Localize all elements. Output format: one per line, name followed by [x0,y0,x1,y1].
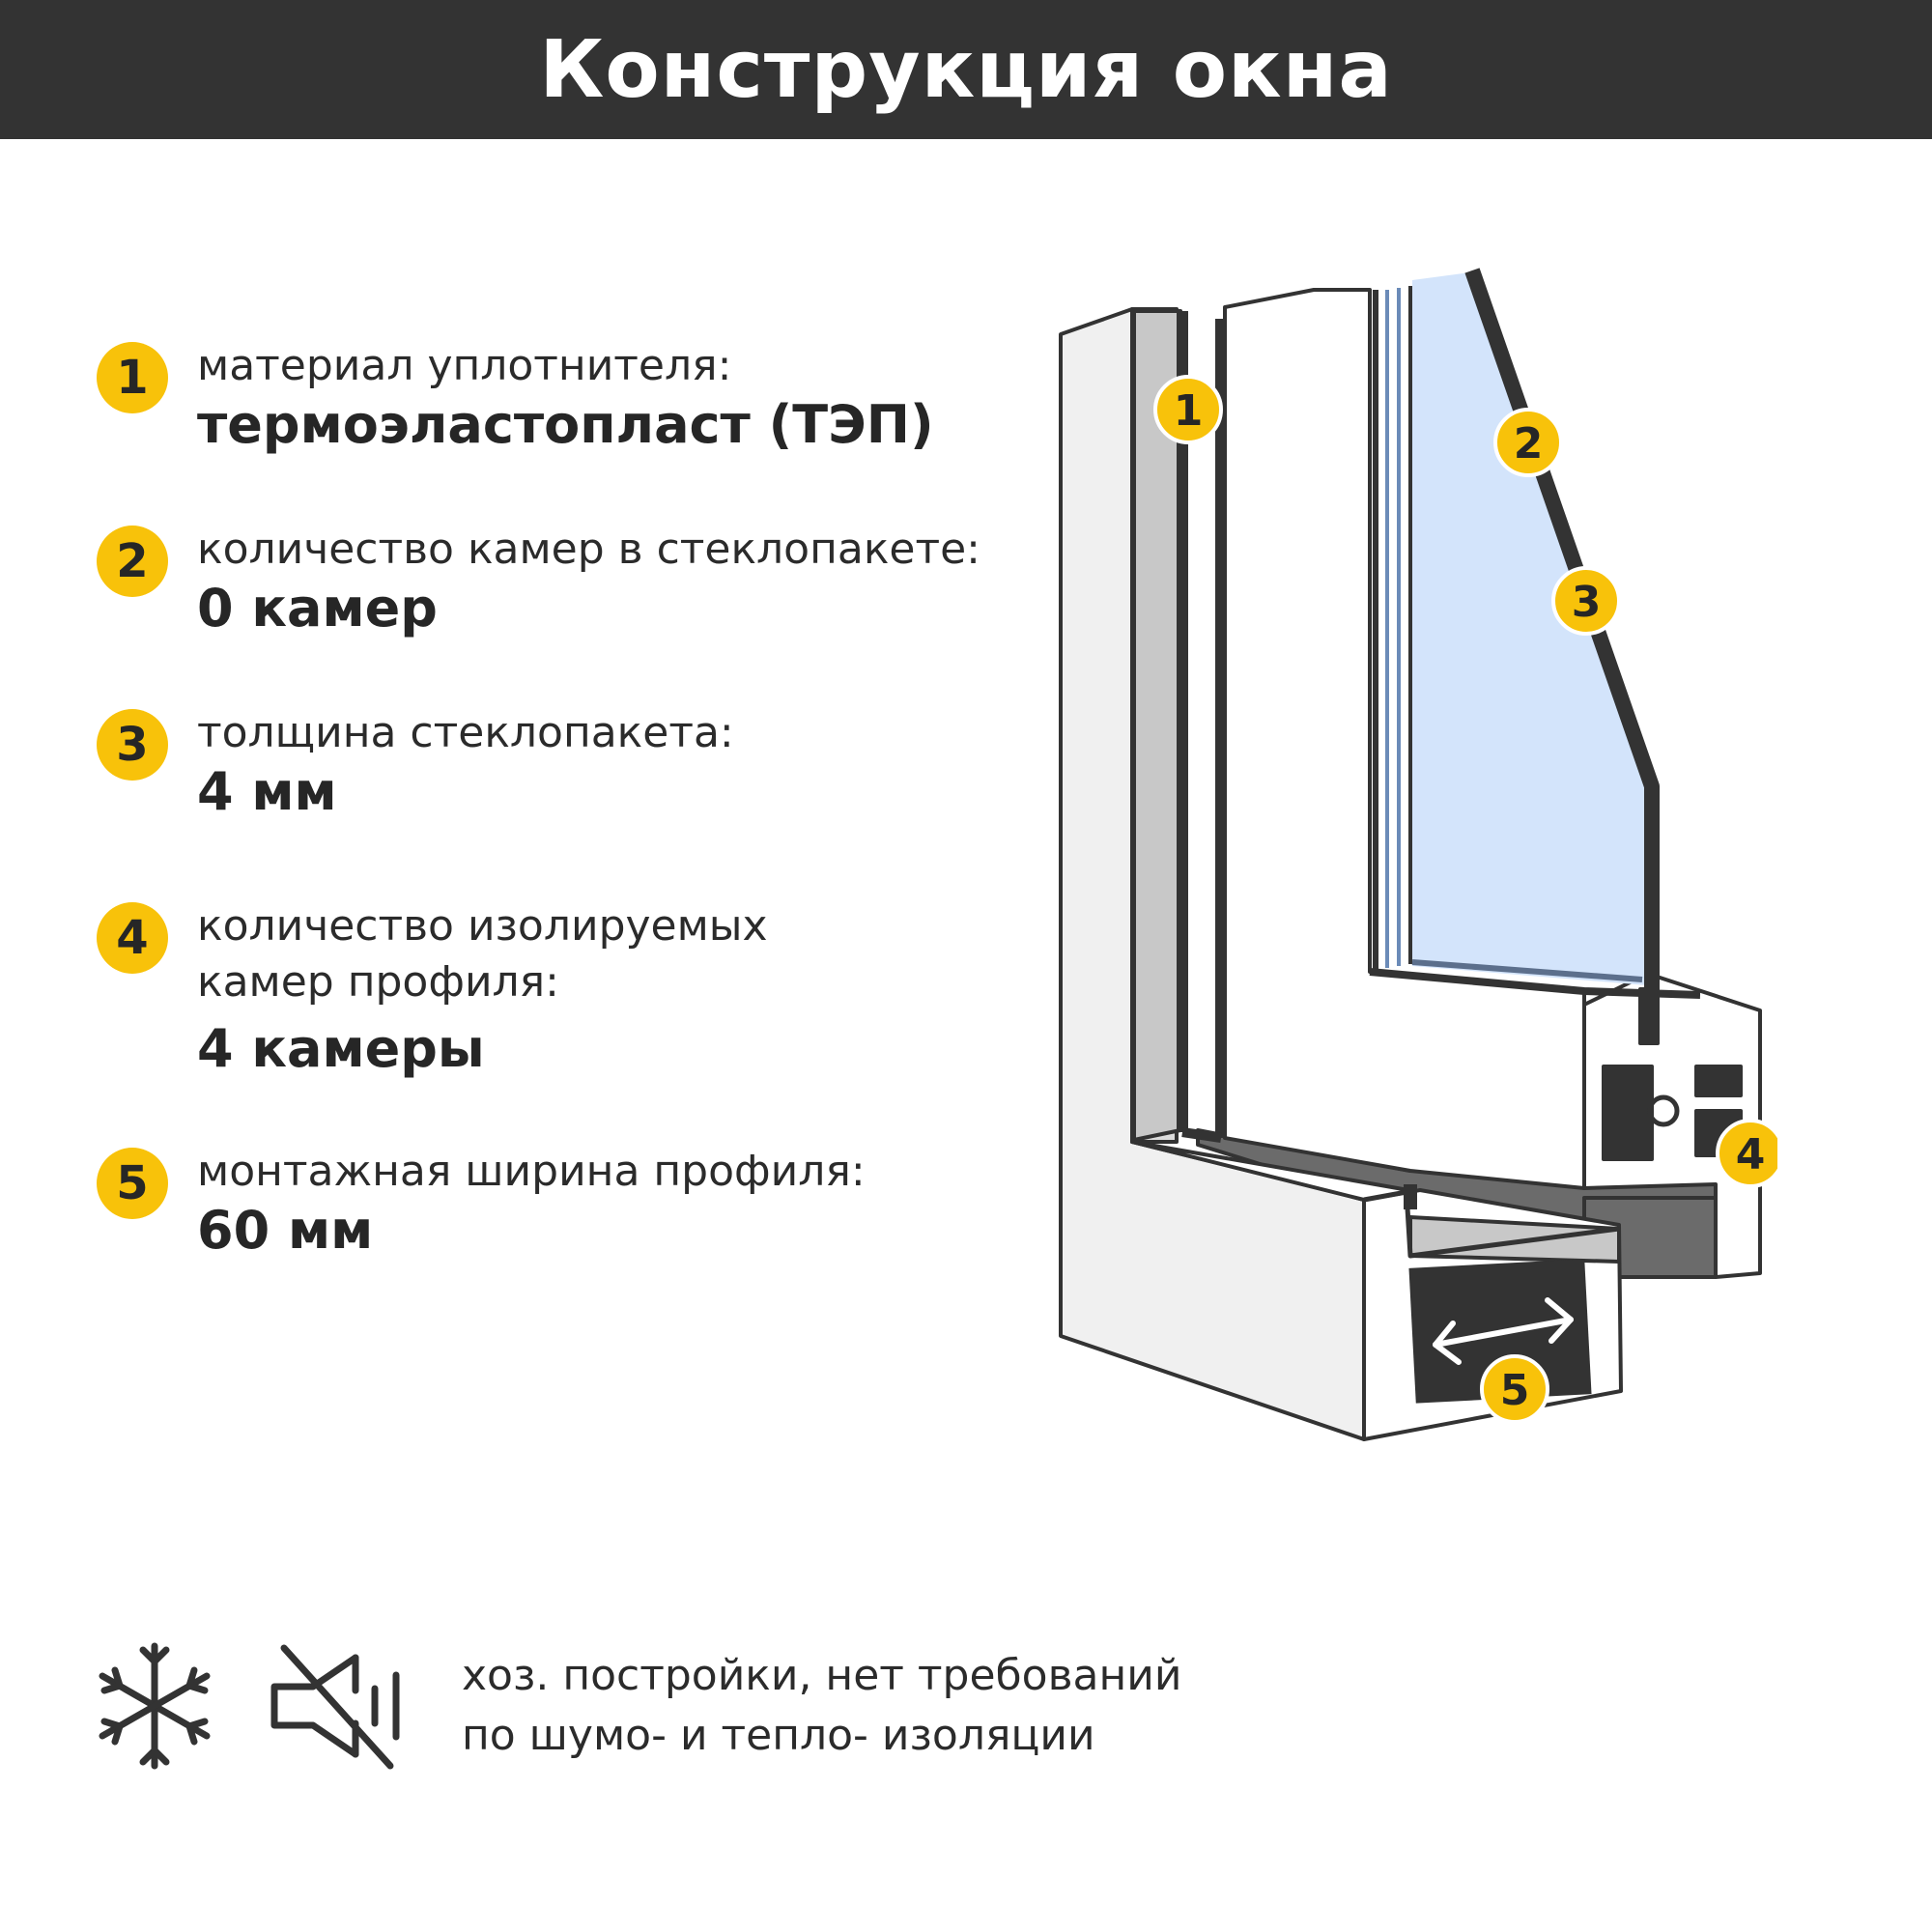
feature-number-badge: 2 [97,526,168,597]
feature-label: материал уплотнителя: [197,341,732,390]
marker-label: 2 [1514,419,1544,469]
feature-value: 0 камер [197,578,438,639]
marker-label: 1 [1174,386,1204,436]
feature-item-1: 1 материал уплотнителя: термоэластопласт… [97,338,1005,456]
feature-item-5: 5 монтажная ширина профиля: 60 мм [97,1144,1005,1262]
usage-note: хоз. постройки, нет требований по шумо- … [462,1646,1181,1766]
diagram-marker-3: 3 [1551,566,1621,636]
marker-label: 5 [1500,1366,1530,1415]
feature-item-4: 4 количество изолируемых камер профиля: … [97,898,966,1080]
feature-label: монтажная ширина профиля: [197,1147,866,1196]
feature-label: количество камер в стеклопакете: [197,525,980,574]
window-section-diagram: 1 2 3 4 5 [1059,268,1777,1441]
feature-value: 4 камеры [197,1018,485,1079]
glass-pane [1412,272,1648,985]
sash-profile-front [1582,972,1762,1279]
usage-note-line-2: по шумо- и тепло- изоляции [462,1711,1095,1760]
header-bar: Конструкция окна [0,0,1932,139]
diagram-marker-2: 2 [1493,408,1563,477]
marker-label: 4 [1736,1130,1766,1179]
feature-number-badge: 4 [97,902,168,974]
feature-label: количество изолируемых камер профиля: [197,901,768,1007]
feature-label: толщина стеклопакета: [197,708,734,757]
feature-number-badge: 5 [97,1148,168,1219]
feature-item-2: 2 количество камер в стеклопакете: 0 кам… [97,522,1005,639]
sound-muted-icon [270,1644,400,1770]
feature-number-badge: 1 [97,342,168,413]
snowflake-icon [99,1642,211,1770]
feature-value: 60 мм [197,1200,374,1261]
marker-label: 3 [1572,578,1602,627]
feature-value: 4 мм [197,761,337,822]
diagram-marker-1: 1 [1153,375,1223,444]
feature-number-badge: 3 [97,709,168,781]
feature-value: термоэластопласт (ТЭП) [197,394,934,455]
page-title: Конструкция окна [539,23,1393,116]
feature-item-3: 3 толщина стеклопакета: 4 мм [97,705,1005,823]
diagram-marker-5: 5 [1480,1354,1549,1424]
diagram-marker-4: 4 [1716,1119,1777,1188]
usage-note-line-1: хоз. постройки, нет требований [462,1651,1182,1700]
